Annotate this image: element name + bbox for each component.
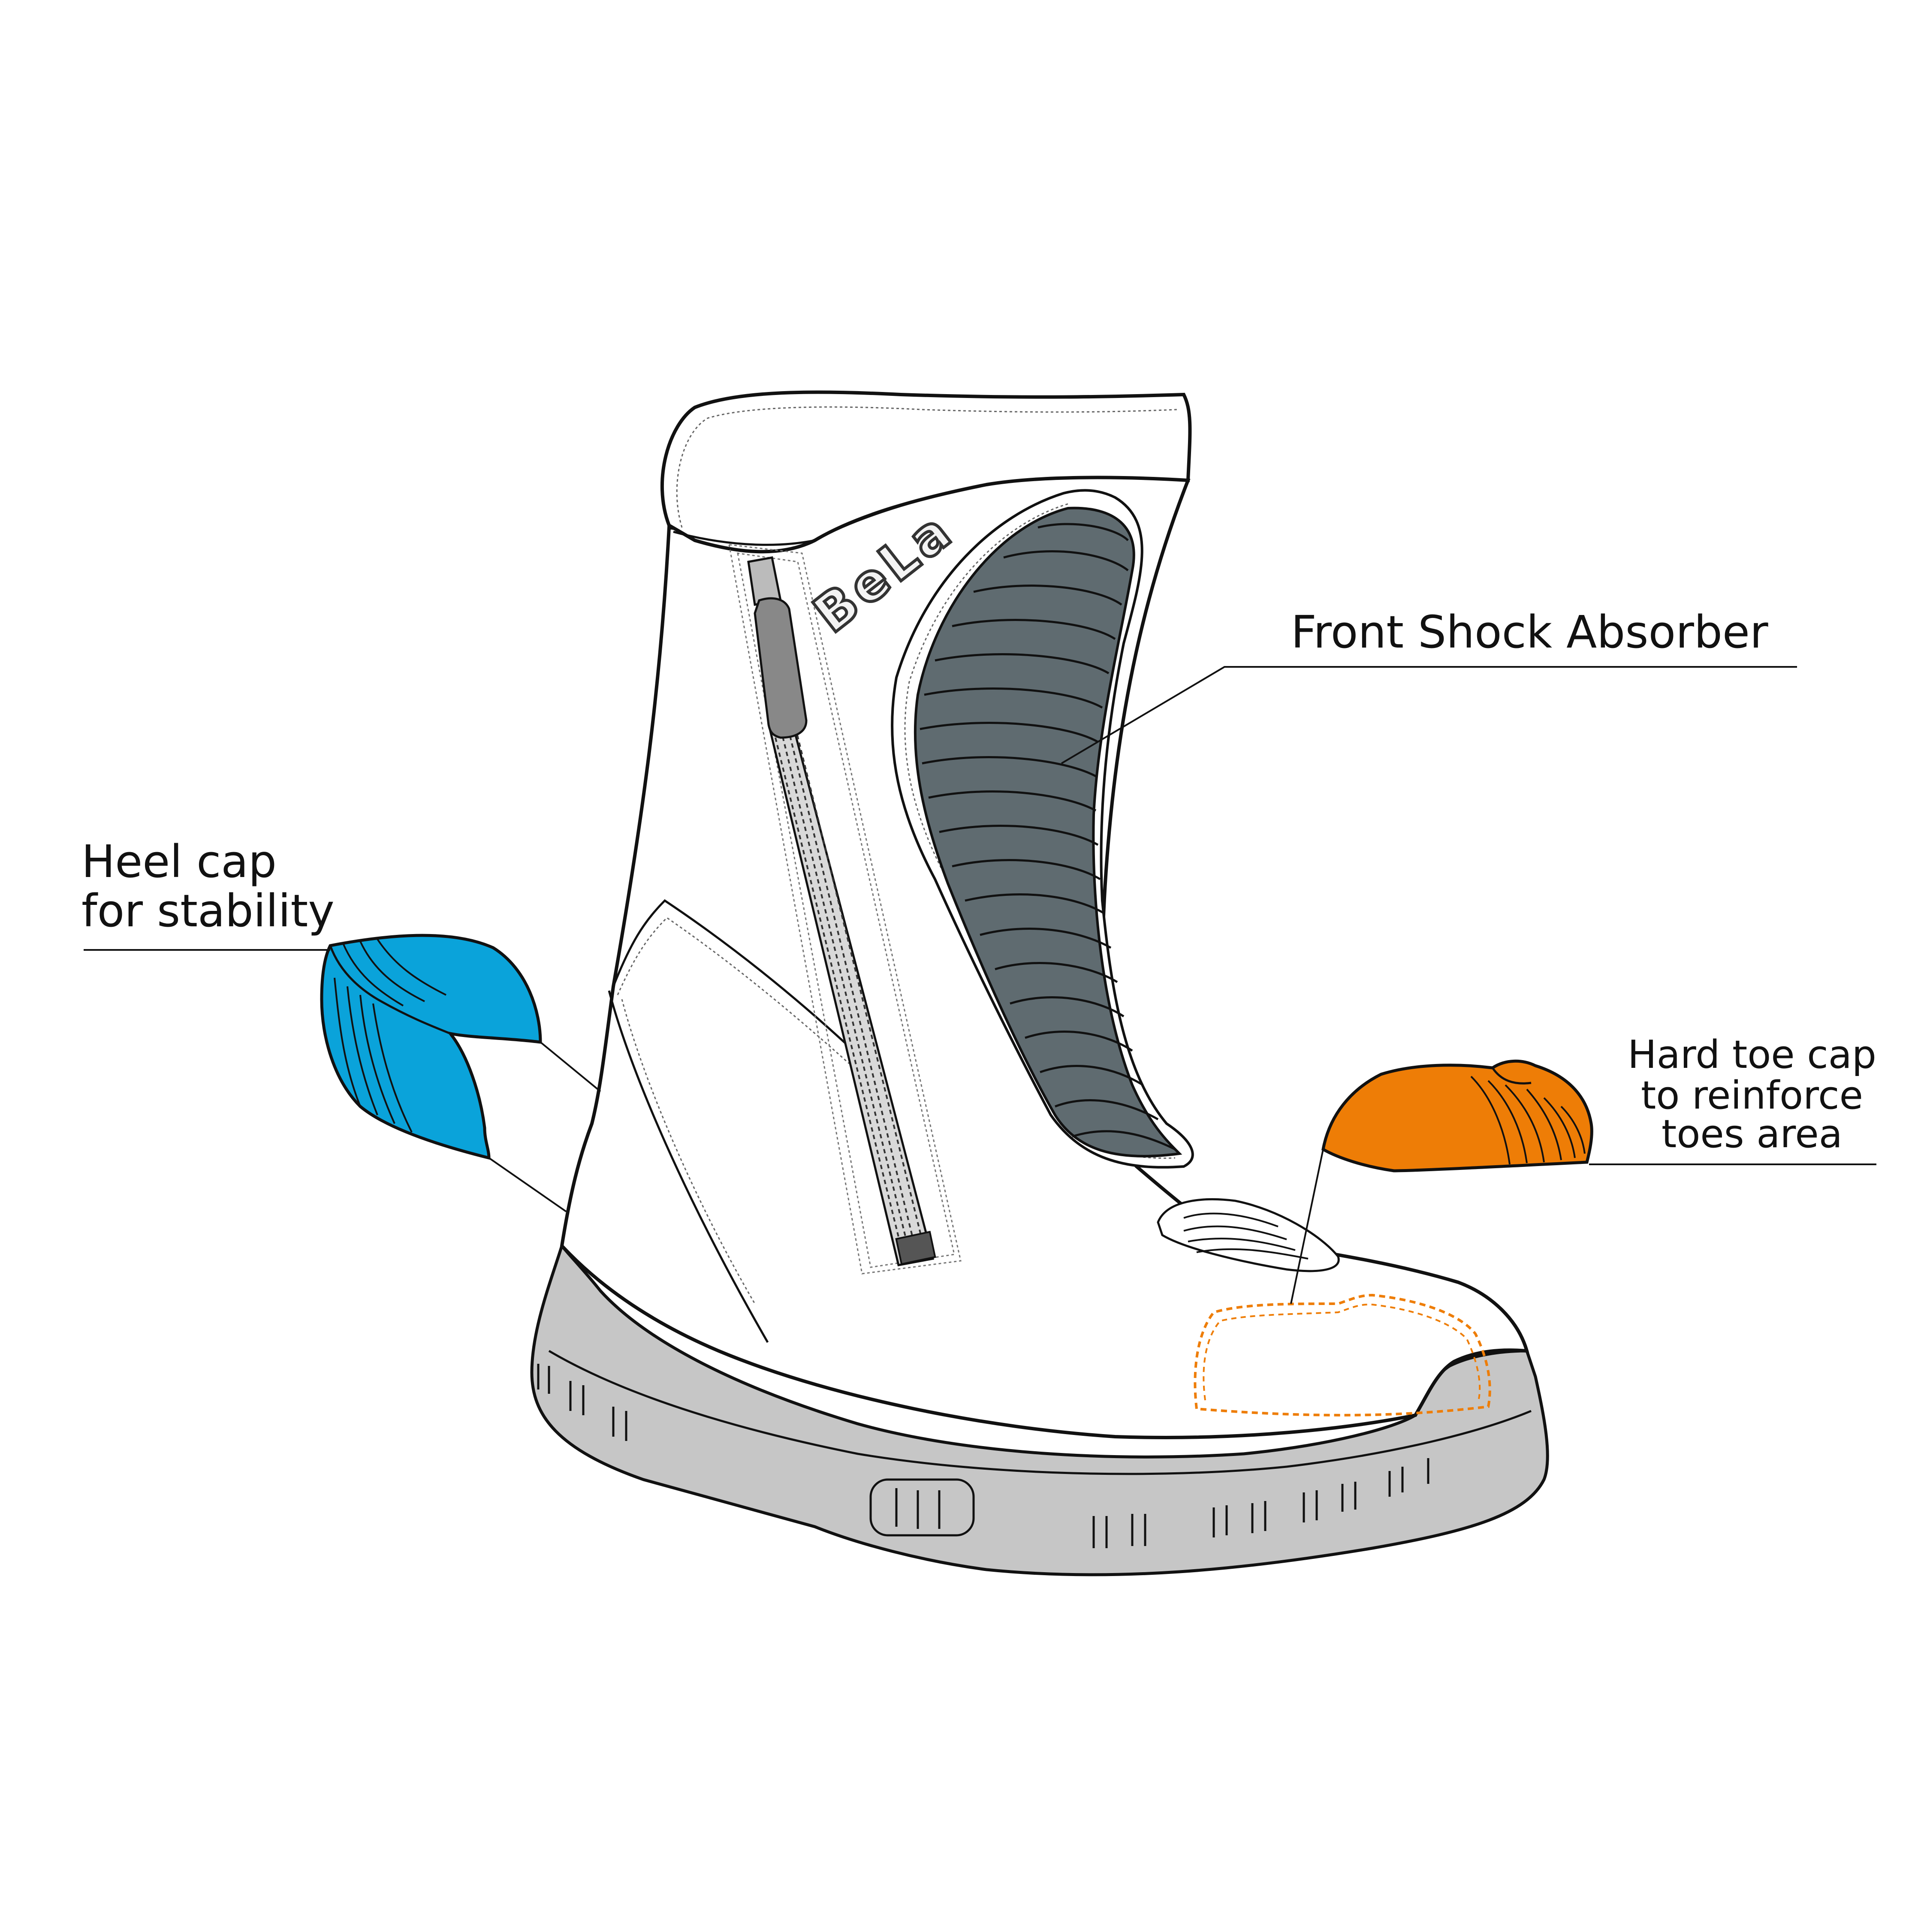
hidden-toe-cap-outline [1194,1293,1491,1417]
label-toe-cap-line2: to reinforce [1641,1073,1863,1118]
label-toe-cap-line3: toes area [1662,1112,1843,1157]
zipper-pull [754,597,808,739]
zipper [728,544,962,1275]
toe-flex-vent [1157,1198,1340,1272]
leader-heel-cap-top [540,1041,601,1092]
label-heel-cap-line1: Heel cap [81,835,277,888]
toe-cap-part [1321,1059,1593,1172]
label-toe-cap-line1: Hard toe cap [1628,1032,1876,1077]
leader-lines [84,666,1876,1304]
boot-collar [660,390,1192,554]
leader-heel-cap-bottom [488,1157,567,1212]
leader-toe-cap-down [1290,1149,1324,1304]
label-heel-cap-line2: for stability [81,885,335,937]
boot-sole [530,1242,1549,1576]
label-front-shock-absorber: Front Shock Absorber [1291,606,1768,658]
front-shock-absorber [891,489,1194,1169]
tread-lugs [537,1364,1429,1548]
leader-front-shock [1061,666,1797,764]
heel-cap-part [320,934,542,1160]
